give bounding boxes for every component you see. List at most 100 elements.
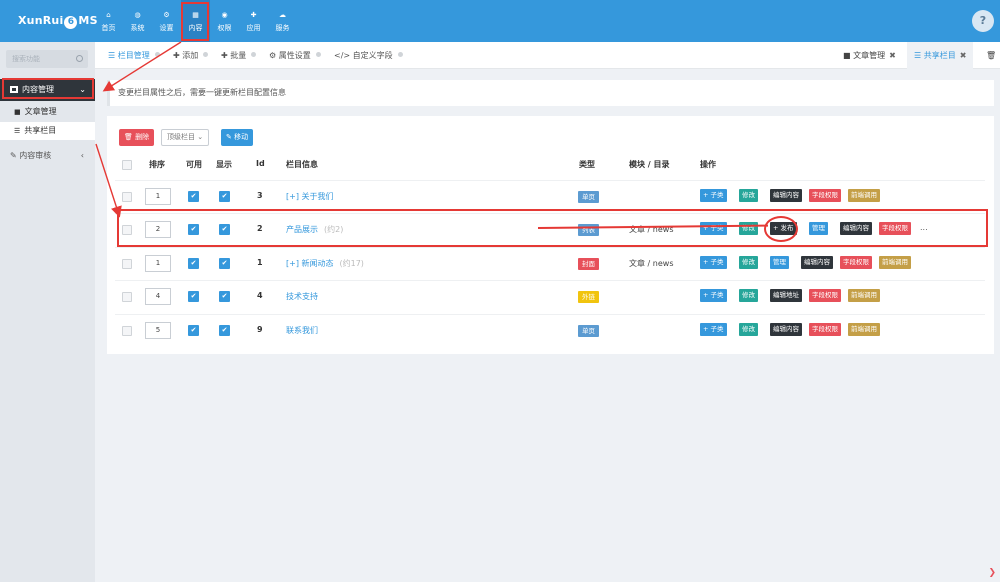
column-id: 4 bbox=[257, 291, 263, 300]
column-name-link[interactable]: [+] 新闻动态(约17) bbox=[286, 258, 364, 269]
tab-article-manage[interactable]: ■ 文章管理✖ bbox=[843, 51, 896, 60]
column-id: 1 bbox=[257, 258, 263, 267]
close-icon[interactable]: ✖ bbox=[889, 51, 896, 60]
enabled-checkbox[interactable]: ✔ bbox=[188, 191, 199, 202]
tab-batch[interactable]: ✚ 批量 bbox=[221, 42, 257, 69]
action-button[interactable]: 前端调用 bbox=[848, 323, 880, 336]
action-button[interactable]: 编辑内容 bbox=[840, 222, 872, 235]
sidebar-item-shared-columns[interactable]: ☰共享栏目 bbox=[0, 122, 95, 140]
action-button[interactable]: + 子类 bbox=[700, 256, 727, 269]
row-checkbox[interactable] bbox=[122, 192, 132, 202]
row-checkbox[interactable] bbox=[122, 225, 132, 235]
show-checkbox[interactable]: ✔ bbox=[219, 224, 230, 235]
action-button[interactable]: 前端调用 bbox=[879, 256, 911, 269]
topnav-label: 系统 bbox=[130, 24, 145, 32]
action-button[interactable]: 编辑内容 bbox=[770, 189, 802, 202]
show-checkbox[interactable]: ✔ bbox=[219, 291, 230, 302]
order-input[interactable]: 2 bbox=[145, 221, 171, 238]
action-button[interactable]: 编辑地址 bbox=[770, 289, 802, 302]
list-icon: ☰ bbox=[914, 51, 924, 60]
column-name-link[interactable]: 技术支持 bbox=[286, 291, 318, 302]
action-button[interactable]: + 子类 bbox=[700, 289, 727, 302]
sidebar-section-content[interactable]: 内容管理⌄ bbox=[0, 79, 95, 101]
action-button[interactable]: 字段权限 bbox=[809, 289, 841, 302]
action-button[interactable]: + 子类 bbox=[700, 323, 727, 336]
show-checkbox[interactable]: ✔ bbox=[219, 191, 230, 202]
list-icon: ☰ bbox=[108, 51, 118, 60]
tab-add[interactable]: ✚ 添加 bbox=[173, 42, 209, 69]
delete-button[interactable]: 🗑 删除 bbox=[119, 129, 155, 146]
order-input[interactable]: 1 bbox=[145, 255, 171, 272]
topnav-item-6[interactable]: ☁服务 bbox=[268, 0, 297, 42]
tab-custom-fields[interactable]: </> 自定义字段 bbox=[334, 42, 403, 69]
table-row: 1✔✔1[+] 新闻动态(约17)封面文章 / news+ 子类修改管理编辑内容… bbox=[0, 247, 1000, 280]
action-button[interactable]: 字段权限 bbox=[879, 222, 911, 235]
sidebar-item-articles[interactable]: ■文章管理 bbox=[0, 103, 95, 121]
topnav-item-4[interactable]: ◉权限 bbox=[210, 0, 239, 42]
enabled-checkbox[interactable]: ✔ bbox=[188, 258, 199, 269]
search-input[interactable]: 搜索功能 bbox=[6, 50, 88, 68]
order-input[interactable]: 5 bbox=[145, 322, 171, 339]
trash-icon[interactable]: 🗑 bbox=[986, 51, 997, 60]
action-button[interactable]: 修改 bbox=[739, 289, 758, 302]
topnav-item-1[interactable]: ◍系统 bbox=[123, 0, 152, 42]
grid-icon bbox=[10, 86, 18, 93]
enabled-checkbox[interactable]: ✔ bbox=[188, 325, 199, 336]
close-icon[interactable]: ✖ bbox=[959, 51, 967, 60]
action-button[interactable]: 修改 bbox=[739, 323, 758, 336]
enabled-checkbox[interactable]: ✔ bbox=[188, 291, 199, 302]
row-checkbox[interactable] bbox=[122, 259, 132, 269]
sidebar-section-review[interactable]: ✎ 内容审核‹ bbox=[0, 146, 95, 166]
plus-icon: ✚ bbox=[221, 51, 231, 60]
action-button[interactable]: 编辑内容 bbox=[770, 323, 802, 336]
column-id: 3 bbox=[257, 191, 263, 200]
top-nav: ⌂首页◍系统⚙设置▦内容◉权限✚应用☁服务 bbox=[94, 0, 297, 42]
select-all-checkbox[interactable] bbox=[122, 160, 132, 170]
enabled-checkbox[interactable]: ✔ bbox=[188, 224, 199, 235]
show-checkbox[interactable]: ✔ bbox=[219, 258, 230, 269]
column-name: 产品展示 bbox=[286, 225, 318, 234]
more-menu-icon[interactable]: ... bbox=[920, 223, 928, 232]
column-name-link[interactable]: [+] 关于我们 bbox=[286, 191, 334, 202]
action-button[interactable]: 前端调用 bbox=[848, 289, 880, 302]
action-button[interactable]: 字段权限 bbox=[840, 256, 872, 269]
trash-icon: 🗑 bbox=[124, 133, 136, 141]
move-button[interactable]: ✎ 移动 bbox=[221, 129, 254, 146]
topnav-label: 内容 bbox=[188, 24, 203, 32]
notice: 变更栏目属性之后，需要一键更新栏目配置信息 bbox=[107, 80, 994, 106]
tab-column-manage[interactable]: ☰ 栏目管理 bbox=[108, 42, 160, 69]
order-input[interactable]: 4 bbox=[145, 288, 171, 305]
help-icon[interactable]: ? bbox=[972, 10, 994, 32]
chevron-down-icon: ⌄ bbox=[195, 133, 204, 141]
order-input[interactable]: 1 bbox=[145, 188, 171, 205]
action-button[interactable]: 修改 bbox=[739, 189, 758, 202]
column-name-link[interactable]: 联系我们 bbox=[286, 325, 318, 336]
show-checkbox[interactable]: ✔ bbox=[219, 325, 230, 336]
topnav-item-5[interactable]: ✚应用 bbox=[239, 0, 268, 42]
action-button[interactable]: 字段权限 bbox=[809, 323, 841, 336]
action-button[interactable]: 管理 bbox=[770, 256, 789, 269]
row-checkbox[interactable] bbox=[122, 292, 132, 302]
sidebar: 搜索功能 内容管理⌄ ■文章管理 ☰共享栏目 ✎ 内容审核‹ bbox=[0, 42, 95, 582]
action-button[interactable]: 字段权限 bbox=[809, 189, 841, 202]
column-id: 9 bbox=[257, 325, 263, 334]
gear-icon: ⚙ bbox=[269, 51, 279, 60]
tab-attribute-settings[interactable]: ⚙ 属性设置 bbox=[269, 42, 321, 69]
action-button[interactable]: 修改 bbox=[739, 256, 758, 269]
action-button[interactable]: 前端调用 bbox=[848, 189, 880, 202]
topnav-item-3[interactable]: ▦内容 bbox=[181, 0, 210, 42]
row-checkbox[interactable] bbox=[122, 326, 132, 336]
tab-shared-columns[interactable]: ☰ 共享栏目✖ bbox=[907, 42, 974, 69]
action-button[interactable]: + 子类 bbox=[700, 189, 727, 202]
topnav-item-2[interactable]: ⚙设置 bbox=[152, 0, 181, 42]
column-name: 技术支持 bbox=[286, 292, 318, 301]
parent-column-select[interactable]: 顶级栏目 ⌄ bbox=[161, 129, 210, 146]
action-button[interactable]: 编辑内容 bbox=[801, 256, 833, 269]
topnav-label: 权限 bbox=[217, 24, 232, 32]
action-button[interactable]: 管理 bbox=[809, 222, 828, 235]
column-name-link[interactable]: 产品展示(约2) bbox=[286, 224, 343, 235]
topnav-item-0[interactable]: ⌂首页 bbox=[94, 0, 123, 42]
